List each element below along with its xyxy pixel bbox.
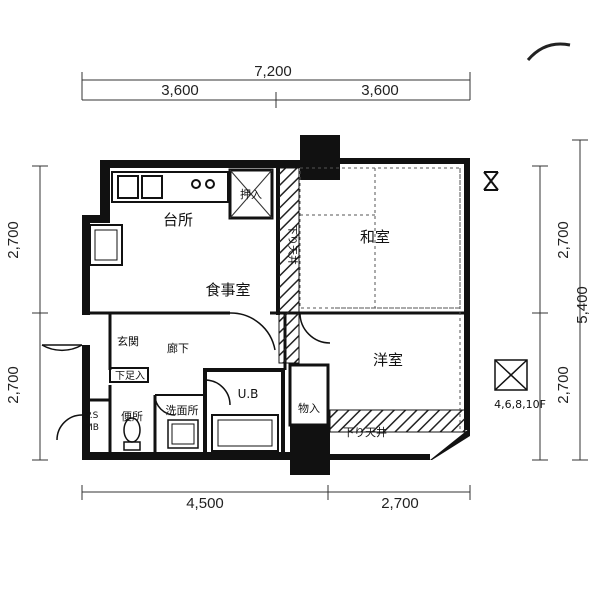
- kitchen-counter: [89, 171, 229, 266]
- room-hallway-label: 廊下: [167, 341, 189, 355]
- dim-top-total: 7,200: [254, 63, 292, 80]
- room-ps-label: P.S: [86, 411, 99, 421]
- door-swings: [41, 312, 331, 441]
- washbasin-fixture: [167, 419, 199, 449]
- room-washroom-label: 洗面所: [166, 404, 199, 417]
- tatami-lines: [299, 167, 461, 430]
- room-entrance-label: 玄関: [117, 334, 139, 348]
- room-closet-upper-label: 押入: [240, 187, 262, 201]
- room-japanese-label: 和室: [360, 228, 390, 246]
- hourglass-icon: [483, 171, 499, 191]
- dim-left-upper: 2,700: [5, 221, 22, 259]
- dim-right-lower: 2,700: [555, 366, 572, 404]
- dim-left-lower: 2,700: [5, 366, 22, 404]
- room-shoe-box-label: 下足入: [115, 370, 145, 382]
- dropped-ceiling-vertical-strip: [278, 167, 300, 364]
- room-kitchen-label: 台所: [163, 211, 193, 229]
- dim-bottom-right: 2,700: [381, 495, 419, 512]
- room-storage-label: 物入: [298, 401, 320, 415]
- dim-bottom-left: 4,500: [186, 495, 224, 512]
- dim-top-left: 3,600: [161, 82, 199, 99]
- dim-right-total: 5,400: [574, 286, 591, 324]
- dropped-ceiling-bottom-strip: [329, 409, 466, 433]
- floor-note-label: 4,6,8,10F: [494, 398, 546, 411]
- dim-right-upper: 2,700: [555, 221, 572, 259]
- pipe-shaft: [494, 359, 528, 391]
- room-western-label: 洋室: [373, 351, 403, 369]
- interior-walls: [82, 168, 470, 457]
- room-unit-bath-label: U.B: [238, 387, 259, 401]
- closet-x-marks: [229, 169, 273, 219]
- outer-walls: [82, 135, 470, 475]
- room-toilet-label: 便所: [121, 410, 143, 423]
- room-dropped-ceiling-vertical-label: 下り天井: [286, 225, 299, 265]
- decorative-arc: [526, 42, 571, 61]
- room-dropped-ceiling-bottom-label: 下り天井: [343, 425, 387, 439]
- room-mb-label: MB: [85, 423, 99, 433]
- toilet-fixture: [123, 417, 141, 451]
- dim-top-right: 3,600: [361, 82, 399, 99]
- dimension-lines: [32, 72, 588, 500]
- room-dining-label: 食事室: [205, 281, 250, 299]
- bathtub-fixture: [211, 414, 279, 452]
